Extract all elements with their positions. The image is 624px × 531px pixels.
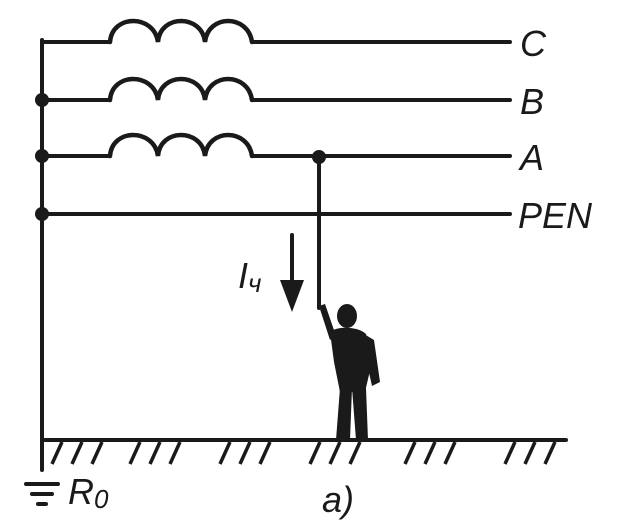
phase-b-label: B <box>520 81 544 122</box>
phase-c-label: C <box>520 23 547 64</box>
junction-node-pen <box>35 207 49 221</box>
figure-caption: a) <box>322 479 354 520</box>
phase-a-line <box>40 132 512 159</box>
phase-c-coil-icon <box>107 18 255 45</box>
phase-b-coil-icon <box>107 76 255 103</box>
current-label: Iч <box>238 255 261 298</box>
junction-node-b <box>35 93 49 107</box>
phase-c-line <box>40 18 512 45</box>
ground-surface <box>40 438 568 465</box>
phase-a-coil-icon <box>107 132 255 159</box>
phase-b-line <box>40 76 512 103</box>
pen-label: PEN <box>518 195 593 236</box>
current-arrow-icon <box>280 233 304 312</box>
person-figure-icon <box>319 304 380 440</box>
ground-symbol-icon <box>24 482 60 506</box>
junction-node-a <box>35 149 49 163</box>
phase-a-label: A <box>518 137 544 178</box>
ground-resistance-label: R0 <box>68 471 109 514</box>
